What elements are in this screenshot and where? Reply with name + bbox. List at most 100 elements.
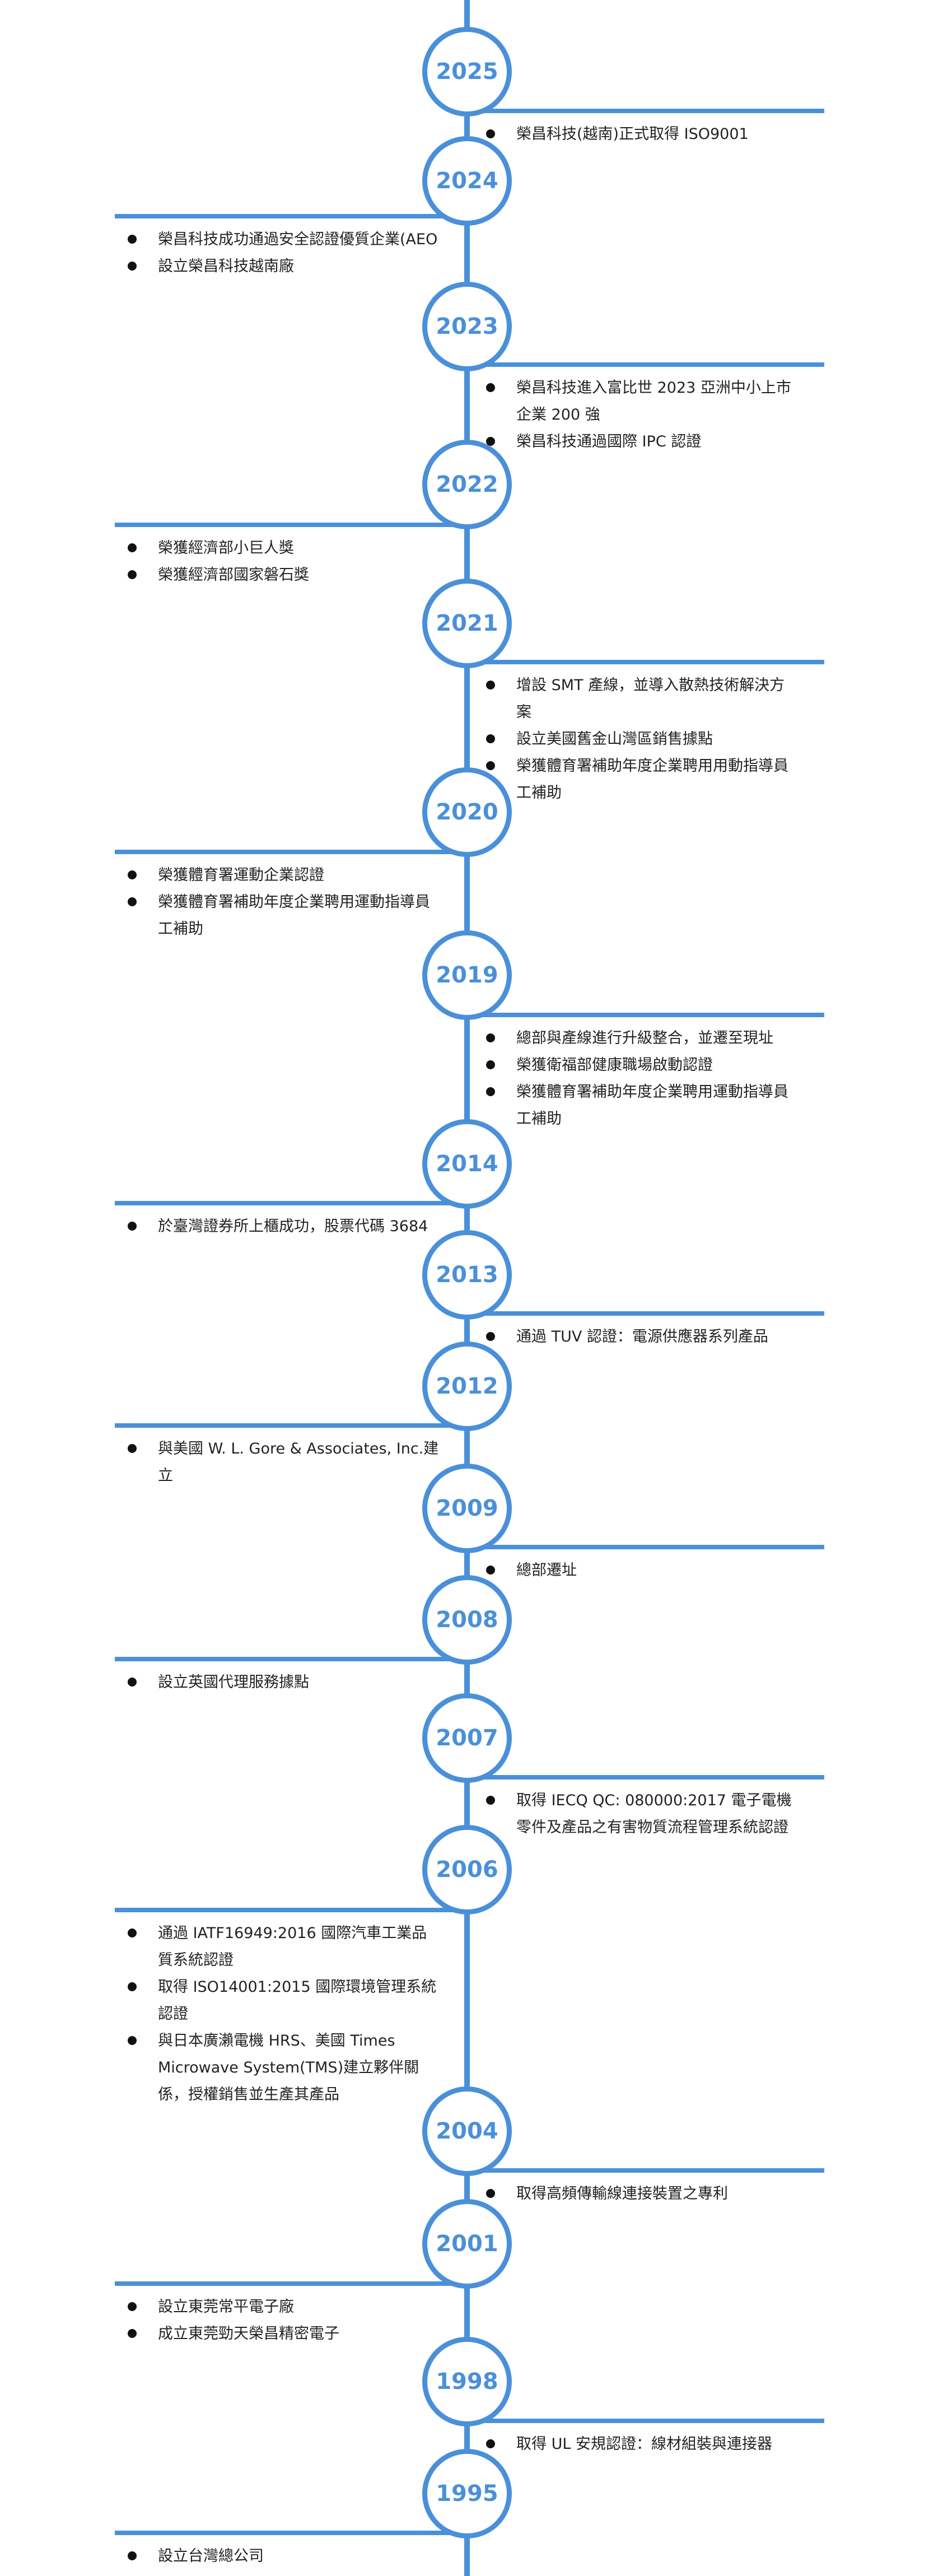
- year-badge-2008: 2008: [422, 1575, 512, 1665]
- year-badge-2022: 2022: [422, 440, 512, 529]
- milestone-list-2012: 與美國 W. L. Gore & Associates, Inc.建立: [128, 1436, 441, 1489]
- milestone-item: 設立台灣總公司: [128, 2543, 441, 2570]
- year-label: 2021: [436, 611, 498, 636]
- milestone-list-2022: 榮獲經濟部小巨人獎榮獲經濟部國家磐石獎: [128, 535, 441, 589]
- milestone-item: 取得 IECQ QC: 080000:2017 電子電機零件及產品之有害物質流程…: [486, 1787, 800, 1841]
- milestone-list-2001: 設立東莞常平電子廠成立東莞勁天榮昌精密電子: [128, 2294, 441, 2347]
- milestone-list-2013: 通過 TUV 認證：電源供應器系列產品: [486, 1324, 800, 1350]
- year-label: 2008: [436, 1607, 498, 1633]
- milestone-item: 設立英國代理服務據點: [128, 1669, 441, 1696]
- milestone-list-2023: 榮昌科技進入富比世 2023 亞洲中小上市企業 200 強榮昌科技通過國際 IP…: [486, 375, 800, 455]
- milestone-item: 成立東莞勁天榮昌精密電子: [128, 2321, 441, 2347]
- timeline-connector: [115, 523, 467, 527]
- timeline-connector: [467, 1311, 824, 1316]
- year-badge-2012: 2012: [422, 1341, 512, 1431]
- year-label: 2024: [436, 168, 498, 194]
- milestone-item: 設立榮昌科技越南廠: [128, 253, 441, 280]
- year-badge-2019: 2019: [422, 930, 512, 1020]
- milestone-item: 於臺灣證券所上櫃成功，股票代碼 3684: [128, 1213, 441, 1240]
- milestone-list-2007: 取得 IECQ QC: 080000:2017 電子電機零件及產品之有害物質流程…: [486, 1787, 800, 1841]
- timeline-connector: [467, 2419, 824, 2423]
- year-badge-2023: 2023: [422, 282, 512, 371]
- milestone-item: 榮昌科技進入富比世 2023 亞洲中小上市企業 200 強: [486, 375, 800, 428]
- milestone-item: 與日本廣瀨電機 HRS、美國 Times Microwave System(TM…: [128, 2028, 441, 2108]
- year-label: 1995: [436, 2481, 498, 2507]
- milestone-list-2025: 榮昌科技(越南)正式取得 ISO9001: [486, 121, 800, 148]
- timeline-connector: [115, 1423, 467, 1428]
- milestone-item: 榮獲體育署補助年度企業聘用用動指導員工補助: [486, 753, 800, 807]
- timeline-connector: [115, 850, 467, 854]
- milestone-item: 增設 SMT 產線，並導入散熱技術解決方案: [486, 672, 800, 726]
- year-badge-2001: 2001: [422, 2199, 512, 2289]
- milestone-item: 榮獲衛福部健康職場啟動認證: [486, 1052, 800, 1079]
- year-label: 2022: [436, 472, 498, 497]
- year-label: 2004: [436, 2118, 498, 2144]
- year-label: 2025: [436, 59, 498, 85]
- year-badge-2021: 2021: [422, 579, 512, 668]
- year-label: 2020: [436, 799, 498, 825]
- timeline-connector: [467, 362, 824, 367]
- milestone-item: 通過 IATF16949:2016 國際汽車工業品質系統認證: [128, 1920, 441, 1974]
- milestone-item: 與美國 W. L. Gore & Associates, Inc.建立: [128, 1436, 441, 1489]
- timeline-connector: [115, 214, 467, 218]
- timeline-connector: [115, 2281, 467, 2286]
- year-label: 1998: [436, 2369, 498, 2395]
- year-badge-2014: 2014: [422, 1119, 512, 1209]
- year-label: 2023: [436, 314, 498, 339]
- milestone-list-1998: 取得 UL 安規認證：線材組裝與連接器: [486, 2431, 800, 2458]
- year-badge-2007: 2007: [422, 1693, 512, 1783]
- year-label: 2007: [436, 1725, 498, 1751]
- milestone-list-2009: 總部遷址: [486, 1557, 800, 1584]
- milestone-item: 榮獲體育署補助年度企業聘用運動指導員工補助: [486, 1079, 800, 1133]
- milestone-item: 榮獲經濟部國家磐石獎: [128, 562, 441, 589]
- milestone-item: 榮獲體育署補助年度企業聘用運動指導員工補助: [128, 889, 441, 943]
- milestone-item: 總部遷址: [486, 1557, 800, 1584]
- year-label: 2019: [436, 962, 498, 988]
- year-badge-2013: 2013: [422, 1230, 512, 1320]
- year-badge-2009: 2009: [422, 1464, 512, 1553]
- year-label: 2012: [436, 1373, 498, 1399]
- year-label: 2006: [436, 1857, 498, 1883]
- milestone-item: 榮昌科技通過國際 IPC 認證: [486, 428, 800, 455]
- year-badge-1998: 1998: [422, 2337, 512, 2426]
- milestone-item: 榮昌科技(越南)正式取得 ISO9001: [486, 121, 800, 148]
- milestone-item: 通過 TUV 認證：電源供應器系列產品: [486, 1324, 800, 1350]
- milestone-item: 設立東莞常平電子廠: [128, 2294, 441, 2321]
- timeline-connector: [467, 2168, 824, 2173]
- milestone-item: 取得 UL 安規認證：線材組裝與連接器: [486, 2431, 800, 2458]
- timeline-connector: [115, 2531, 467, 2535]
- timeline-connector: [467, 1775, 824, 1780]
- year-label: 2014: [436, 1151, 498, 1177]
- milestone-list-1995: 設立台灣總公司: [128, 2543, 441, 2570]
- year-label: 2009: [436, 1496, 498, 1521]
- milestone-list-2008: 設立英國代理服務據點: [128, 1669, 441, 1696]
- milestone-list-2019: 總部與產線進行升級整合，並遷至現址榮獲衛福部健康職場啟動認證榮獲體育署補助年度企…: [486, 1025, 800, 1133]
- year-label: 2013: [436, 1262, 498, 1288]
- timeline-connector: [115, 1201, 467, 1205]
- milestone-list-2020: 榮獲體育署運動企業認證榮獲體育署補助年度企業聘用運動指導員工補助: [128, 862, 441, 943]
- milestone-item: 榮獲體育署運動企業認證: [128, 862, 441, 889]
- milestone-item: 榮昌科技成功通過安全認證優質企業(AEO: [128, 226, 441, 253]
- milestone-list-2004: 取得高頻傳輸線連接裝置之專利: [486, 2181, 800, 2207]
- year-badge-2006: 2006: [422, 1825, 512, 1914]
- timeline-connector: [467, 660, 824, 664]
- year-badge-1995: 1995: [422, 2449, 512, 2538]
- milestone-item: 榮獲經濟部小巨人獎: [128, 535, 441, 562]
- milestone-list-2006: 通過 IATF16949:2016 國際汽車工業品質系統認證取得 ISO1400…: [128, 1920, 441, 2108]
- milestone-item: 總部與產線進行升級整合，並遷至現址: [486, 1025, 800, 1052]
- year-badge-2025: 2025: [422, 27, 512, 117]
- timeline-connector: [467, 1013, 824, 1017]
- milestone-item: 設立美國舊金山灣區銷售據點: [486, 726, 800, 753]
- milestone-item: 取得 ISO14001:2015 國際環境管理系統認證: [128, 1974, 441, 2028]
- timeline-connector: [467, 1545, 824, 1549]
- year-badge-2024: 2024: [422, 136, 512, 226]
- year-badge-2004: 2004: [422, 2086, 512, 2176]
- milestone-list-2014: 於臺灣證券所上櫃成功，股票代碼 3684: [128, 1213, 441, 1240]
- timeline-connector: [115, 1908, 467, 1912]
- year-badge-2020: 2020: [422, 767, 512, 857]
- timeline-connector: [115, 1657, 467, 1661]
- milestone-item: 取得高頻傳輸線連接裝置之專利: [486, 2181, 800, 2207]
- milestone-list-2021: 增設 SMT 產線，並導入散熱技術解決方案設立美國舊金山灣區銷售據點榮獲體育署補…: [486, 672, 800, 807]
